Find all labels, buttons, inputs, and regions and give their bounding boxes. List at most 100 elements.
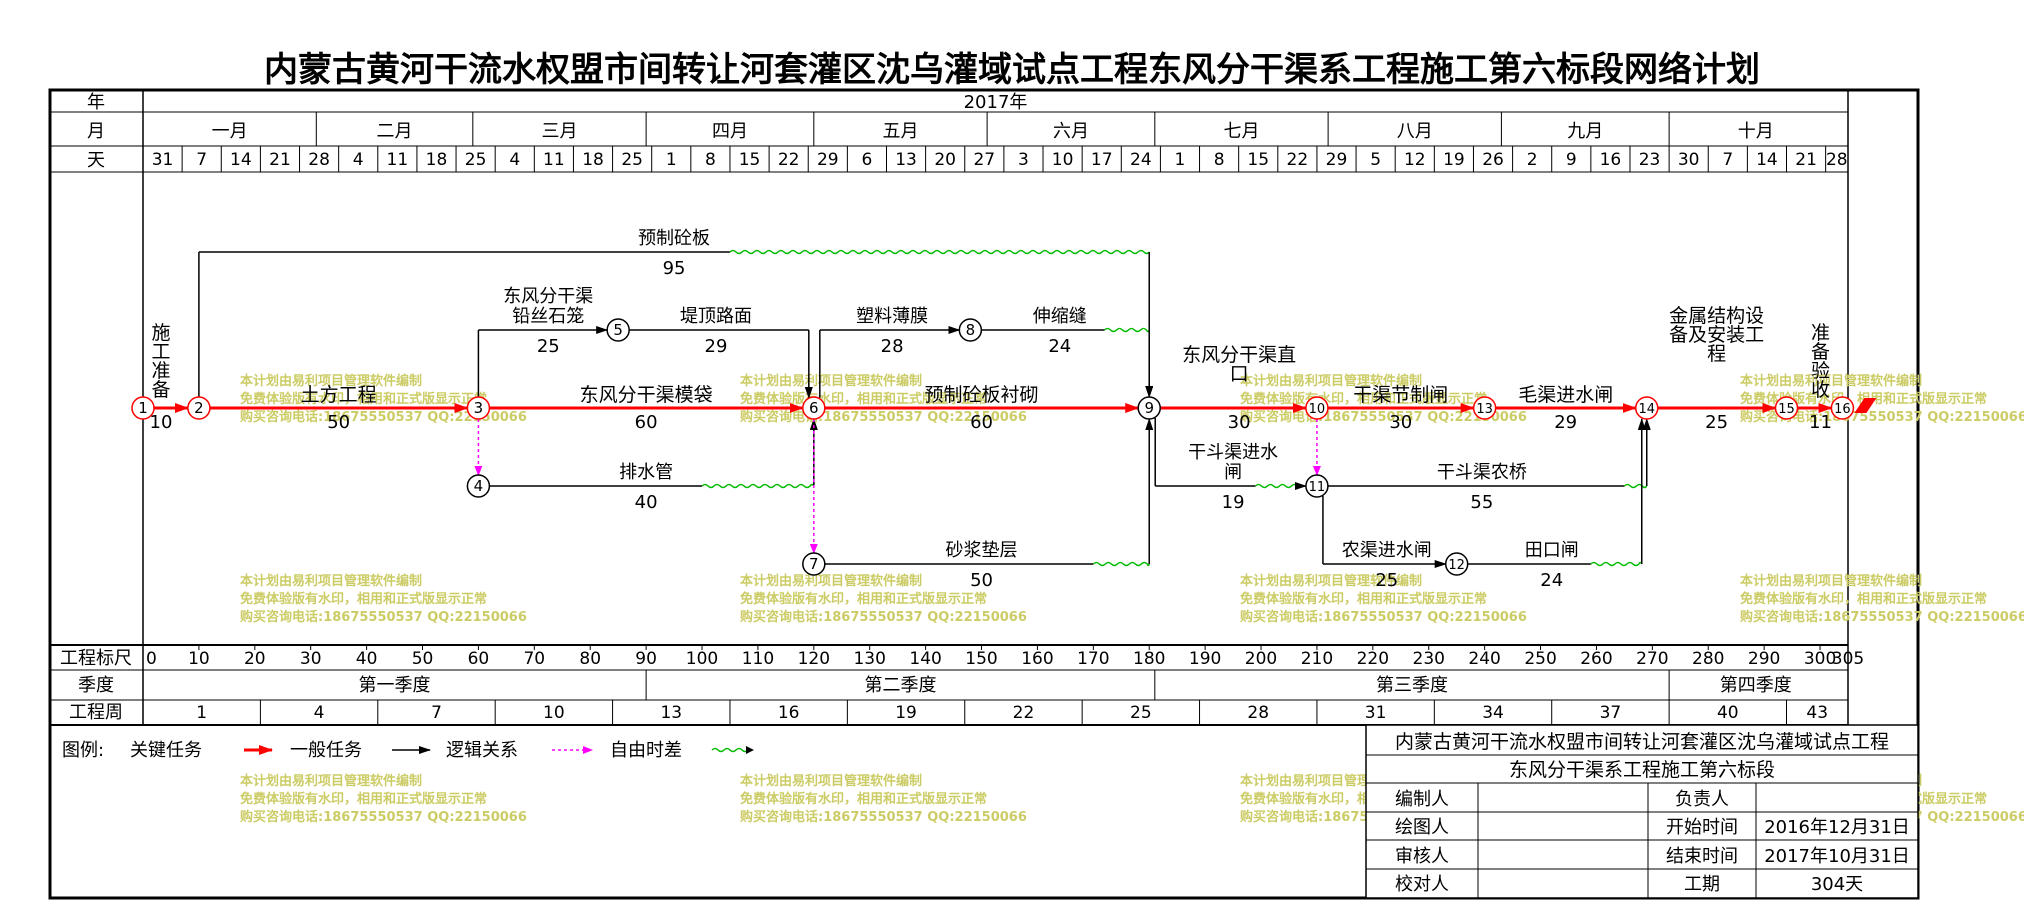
activity-name: 堤顶路面 — [680, 306, 752, 327]
node-5: 5 — [606, 318, 630, 342]
watermark-line: 本计划由易利项目管理软件编制 — [740, 373, 922, 389]
scale-tick-label: 170 — [1077, 649, 1109, 669]
month-label: 四月 — [712, 121, 748, 142]
day-label: 22 — [1287, 150, 1309, 170]
activity-duration: 50 — [970, 570, 993, 591]
activity-duration: 30 — [1228, 412, 1251, 433]
legend-float-line — [711, 747, 749, 753]
scale-tick-label: 230 — [1413, 649, 1445, 669]
month-label: 六月 — [1053, 121, 1089, 142]
day-label: 31 — [152, 150, 174, 170]
info-manager-label: 负责人 — [1675, 789, 1729, 810]
quarter-row-label: 季度 — [78, 675, 114, 696]
week-label: 16 — [778, 703, 800, 723]
activity-duration: 24 — [1540, 570, 1563, 591]
watermark-line: 免费体验版有水印，相用和正式版显示正常 — [240, 591, 487, 607]
activity-name: 土方工程 — [301, 384, 377, 406]
day-label: 4 — [353, 150, 364, 170]
week-label: 13 — [660, 703, 682, 723]
scale-tick-label: 0 — [146, 649, 157, 669]
node-number: 13 — [1476, 402, 1493, 417]
legend-float-arrowhead — [746, 746, 754, 754]
node-14: 14 — [1635, 396, 1659, 420]
year-row-label: 年 — [87, 92, 105, 113]
week-label: 25 — [1130, 703, 1152, 723]
outer-frame — [48, 88, 1920, 900]
scale-tick-label: 190 — [1189, 649, 1221, 669]
free-float-line — [1092, 561, 1150, 567]
node-2: 2 — [187, 396, 211, 420]
info-section: 东风分干渠系工程施工第六标段 — [1509, 759, 1775, 781]
watermark-line: 购买咨询电话:18675550537 QQ:22150066 — [240, 409, 527, 425]
info-duration-label: 工期 — [1684, 874, 1720, 895]
week-label: 34 — [1482, 703, 1504, 723]
node-number: 16 — [1834, 402, 1851, 417]
legend-critical-label: 关键任务 — [130, 740, 202, 761]
day-label: 12 — [1404, 150, 1426, 170]
scale-tick-label: 110 — [742, 649, 774, 669]
activity-name: 塑料薄膜 — [856, 306, 928, 327]
legend-float-label: 自由时差 — [610, 740, 682, 761]
watermark-line: 购买咨询电话:18675550537 QQ:22150066 — [240, 809, 527, 825]
node-number: 9 — [1144, 399, 1154, 417]
watermark-line: 购买咨询电话:18675550537 QQ:22150066 — [240, 609, 527, 625]
activity-duration: 60 — [635, 412, 658, 433]
week-label: 22 — [1013, 703, 1035, 723]
scale-tick-label: 150 — [965, 649, 997, 669]
week-row-label: 工程周 — [69, 702, 123, 723]
watermark-line: 购买咨询电话:18675550537 QQ:22150066 — [1740, 609, 2024, 625]
activity-duration: 11 — [1809, 412, 1832, 433]
node-3: 3 — [466, 396, 491, 420]
watermark-line: 本计划由易利项目管理软件编制 — [1740, 373, 1922, 389]
watermark: 本计划由易利项目管理软件编制免费体验版有水印，相用和正式版显示正常购买咨询电话:… — [1240, 573, 1527, 625]
scale-tick-label: 260 — [1580, 649, 1612, 669]
node-12: 12 — [1444, 552, 1469, 576]
scale-tick-label: 305 — [1832, 649, 1864, 669]
scale-tick-label: 200 — [1245, 649, 1277, 669]
scale-tick-label: 240 — [1468, 649, 1500, 669]
scale-tick-label: 30 — [300, 649, 322, 669]
day-label: 27 — [973, 150, 995, 170]
activity-name: 干斗渠农桥 — [1437, 462, 1527, 483]
activity-name: 农渠进水闸 — [1342, 540, 1432, 561]
info-drawer-label: 绘图人 — [1395, 817, 1449, 838]
finish-flag-icon — [1854, 398, 1877, 413]
scale-tick-label: 300 — [1804, 649, 1836, 669]
week-label: 43 — [1806, 703, 1828, 723]
day-label: 22 — [778, 150, 800, 170]
node-number: 7 — [809, 555, 819, 573]
info-checker-label: 校对人 — [1395, 874, 1449, 895]
watermark-line: 本计划由易利项目管理软件编制 — [240, 773, 422, 789]
watermark-line: 免费体验版有水印，相用和正式版显示正常 — [1740, 591, 1987, 607]
activity-name: 排水管 — [619, 462, 673, 483]
day-label: 10 — [1052, 150, 1074, 170]
week-label: 10 — [543, 703, 565, 723]
day-label: 24 — [1130, 150, 1152, 170]
activity-duration: 19 — [1222, 492, 1245, 513]
activity-duration: 10 — [150, 412, 173, 433]
week-label: 19 — [895, 703, 917, 723]
watermark: 本计划由易利项目管理软件编制免费体验版有水印，相用和正式版显示正常购买咨询电话:… — [240, 773, 527, 825]
activity-duration: 60 — [970, 412, 993, 433]
day-label: 8 — [1214, 150, 1225, 170]
info-duration-value: 304天 — [1811, 874, 1863, 895]
activity-name: 东风分干渠铅丝石笼 — [503, 286, 593, 327]
info-editor-label: 编制人 — [1395, 789, 1449, 810]
scale-tick-label: 90 — [635, 649, 657, 669]
node-number: 6 — [809, 399, 819, 417]
node-4: 4 — [466, 474, 491, 498]
node-circle — [131, 396, 155, 420]
node-circle — [187, 396, 211, 420]
quarter-label: 第一季度 — [359, 675, 431, 696]
watermark-line: 本计划由易利项目管理软件编制 — [740, 573, 922, 589]
node-circle — [1305, 396, 1329, 420]
